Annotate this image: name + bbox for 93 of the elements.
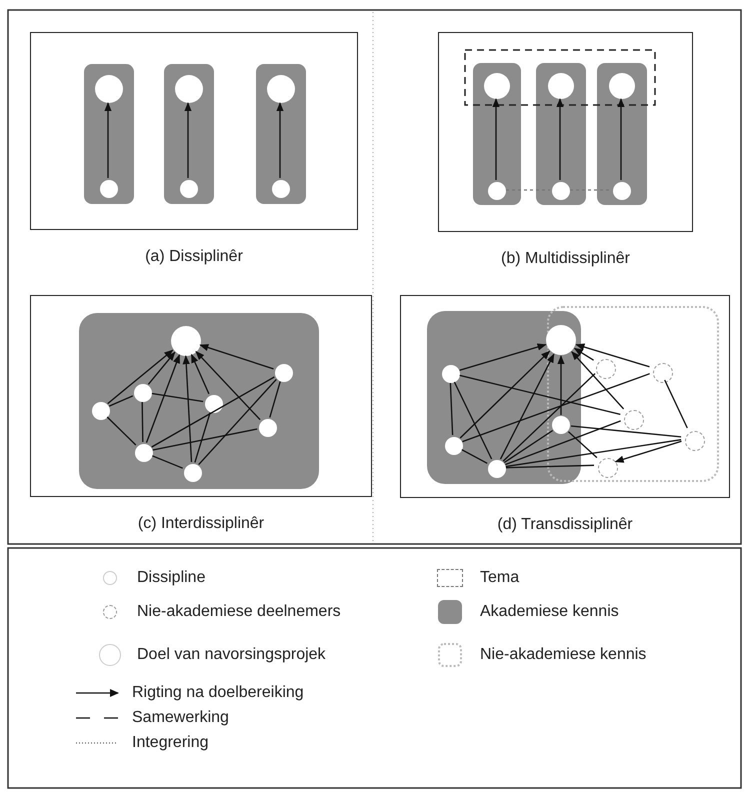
circle bbox=[275, 364, 293, 382]
arrow bbox=[276, 102, 284, 178]
dashed-circle bbox=[685, 431, 705, 451]
connector-line bbox=[502, 373, 596, 462]
panel-caption: (c) Interdissiplinêr bbox=[138, 514, 264, 534]
circle bbox=[134, 384, 152, 402]
circle bbox=[442, 365, 460, 383]
circle bbox=[175, 75, 203, 103]
arrow bbox=[557, 355, 565, 415]
connector-line bbox=[460, 374, 620, 416]
arrow bbox=[575, 344, 650, 368]
connector-line bbox=[506, 439, 682, 468]
connector-line bbox=[108, 395, 134, 407]
legend-label: Dissipline bbox=[137, 568, 206, 588]
shaded-bar bbox=[84, 64, 134, 204]
connector-line bbox=[664, 380, 688, 428]
arrow bbox=[492, 98, 500, 180]
circle bbox=[484, 73, 510, 99]
connector-line bbox=[504, 430, 554, 464]
arrow bbox=[574, 348, 594, 361]
arrow bbox=[617, 98, 625, 180]
dashed-circle bbox=[598, 458, 618, 478]
shaded-bar bbox=[256, 64, 306, 204]
arrow bbox=[614, 440, 682, 463]
legend-label: Integrering bbox=[132, 733, 208, 752]
circle bbox=[205, 395, 223, 413]
dashed-circle bbox=[596, 359, 616, 379]
shaded-bar bbox=[473, 63, 521, 205]
circle bbox=[552, 182, 570, 200]
circle bbox=[100, 180, 118, 198]
arrow bbox=[182, 355, 192, 462]
connector-line bbox=[454, 382, 492, 460]
circle bbox=[95, 75, 123, 103]
connector-line bbox=[462, 373, 650, 442]
circle bbox=[488, 182, 506, 200]
connector-line bbox=[505, 420, 621, 466]
circle bbox=[272, 180, 290, 198]
connector-line bbox=[570, 425, 682, 438]
connector-line bbox=[450, 382, 454, 436]
circle bbox=[613, 182, 631, 200]
arrow bbox=[107, 350, 174, 404]
connector-line bbox=[198, 378, 277, 466]
arrow bbox=[104, 102, 112, 178]
circle bbox=[267, 75, 295, 103]
circle bbox=[259, 419, 277, 437]
arrow bbox=[556, 98, 564, 180]
arrow bbox=[459, 343, 547, 371]
arrow bbox=[571, 351, 624, 410]
legend-label: Akademiese kennis bbox=[480, 602, 619, 622]
shaded-bar bbox=[536, 63, 586, 205]
circle bbox=[135, 444, 153, 462]
arrow bbox=[146, 354, 180, 443]
connector-line bbox=[151, 376, 275, 448]
arrow bbox=[190, 354, 210, 394]
circle bbox=[180, 180, 198, 198]
panel-caption: (a) Dissiplinêr bbox=[145, 247, 243, 266]
arrow bbox=[199, 344, 274, 370]
legend-label: Tema bbox=[480, 568, 520, 588]
legend-label: Nie-akademiese deelnemers bbox=[137, 602, 341, 622]
arrow bbox=[460, 350, 550, 438]
arrow bbox=[184, 102, 192, 178]
shaded-bar bbox=[597, 63, 647, 205]
circle bbox=[171, 326, 201, 356]
legend-label: Rigting na doelbereiking bbox=[132, 683, 304, 702]
shaded-region bbox=[79, 313, 319, 489]
circle bbox=[548, 73, 574, 99]
dashed-circle bbox=[653, 363, 673, 383]
panel-caption: (d) Transdissiplinêr bbox=[497, 515, 633, 534]
circle bbox=[609, 73, 635, 99]
circle bbox=[184, 464, 202, 482]
arrow bbox=[500, 354, 554, 460]
connector-line bbox=[194, 412, 211, 463]
connector-line bbox=[462, 449, 488, 464]
connector-line bbox=[152, 455, 183, 469]
shaded-region bbox=[427, 311, 581, 484]
connector-line bbox=[152, 392, 204, 402]
circle bbox=[92, 402, 110, 420]
legend-label: Samewerking bbox=[132, 708, 229, 728]
arrow bbox=[148, 352, 176, 385]
connector-line bbox=[568, 431, 598, 458]
connector-line bbox=[152, 428, 258, 451]
connector-line bbox=[269, 381, 281, 418]
shaded-bar bbox=[164, 64, 214, 204]
legend-label: Doel van navorsingsprojek bbox=[137, 645, 326, 664]
connector-line bbox=[106, 416, 136, 446]
circle bbox=[445, 437, 463, 455]
connector-line bbox=[506, 464, 594, 468]
connector-line bbox=[142, 402, 144, 442]
circle bbox=[488, 460, 506, 478]
panel-caption: (b) Multidissiplinêr bbox=[501, 249, 630, 268]
dashed-circle bbox=[624, 410, 644, 430]
legend-label: Nie-akademiese kennis bbox=[480, 645, 646, 664]
arrow bbox=[195, 350, 261, 420]
